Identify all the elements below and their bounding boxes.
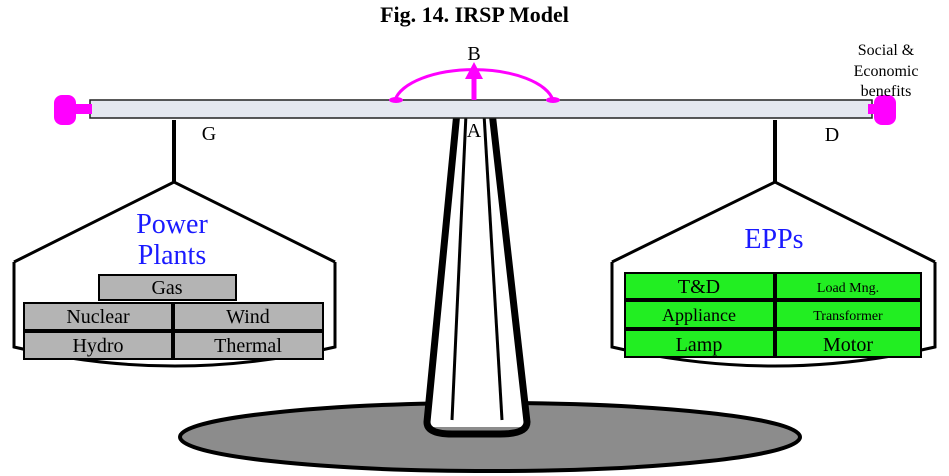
arrow-head	[465, 62, 483, 79]
scale-tower	[423, 111, 531, 438]
power-plants-heading-2: Plants	[138, 240, 206, 271]
block-nuclear-label: Nuclear	[66, 306, 130, 328]
block-transformer-label: Transformer	[813, 309, 883, 324]
label-g: G	[202, 123, 216, 145]
block-load-mng-label: Load Mng.	[817, 281, 879, 296]
block-td-label: T&D	[678, 276, 720, 298]
block-hydro	[23, 331, 173, 360]
tower-inner-right	[482, 113, 504, 421]
power-plants-heading-1: Power	[136, 209, 208, 240]
label-b: B	[467, 43, 480, 65]
benefits-line-3: benefits	[861, 83, 912, 100]
label-a: A	[467, 120, 482, 142]
block-wind	[173, 302, 324, 331]
block-lamp-label: Lamp	[676, 334, 723, 356]
left-pan-strings	[13, 180, 336, 264]
block-td	[624, 272, 775, 300]
right-beam-cap	[868, 95, 896, 125]
block-lamp	[624, 329, 775, 358]
balance-beam	[89, 99, 873, 119]
block-nuclear	[23, 302, 173, 331]
block-transformer	[775, 300, 922, 329]
block-gas-label: Gas	[151, 277, 182, 299]
left-beam-cap	[54, 95, 92, 125]
block-thermal-label: Thermal	[214, 335, 282, 357]
figure-title: Fig. 14. IRSP Model	[380, 2, 569, 27]
label-d: D	[825, 124, 839, 146]
block-motor	[775, 329, 922, 358]
benefits-line-2: Economic	[854, 63, 919, 80]
block-hydro-label: Hydro	[72, 335, 123, 357]
arc-left-foot	[389, 97, 403, 103]
epps-heading: EPPs	[744, 224, 803, 255]
block-thermal	[173, 331, 324, 360]
block-appliance	[624, 300, 775, 329]
tower-inner-left	[450, 113, 468, 421]
benefits-line-1: Social &	[858, 42, 915, 59]
block-wind-label: Wind	[226, 306, 270, 328]
block-load-mng	[775, 272, 922, 300]
arc-right-foot	[546, 97, 560, 103]
block-motor-label: Motor	[823, 334, 873, 356]
right-pan-strings	[611, 180, 936, 264]
block-appliance-label: Appliance	[662, 305, 736, 325]
block-gas	[98, 274, 237, 301]
